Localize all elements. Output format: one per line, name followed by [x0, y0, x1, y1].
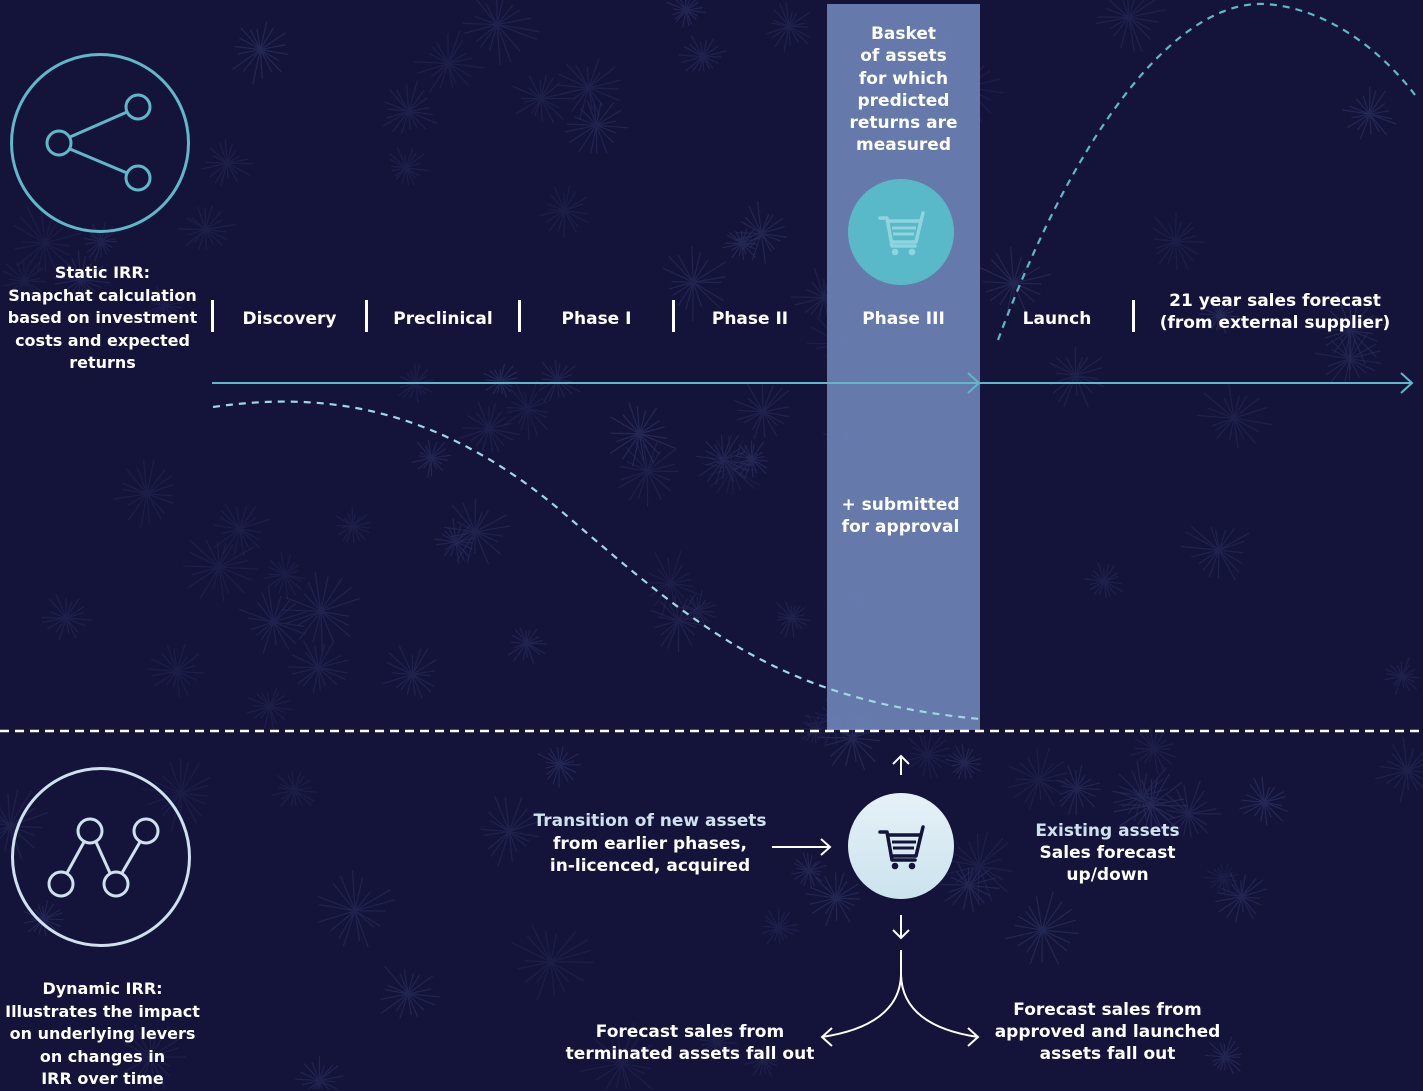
phase-discovery: Discovery [214, 309, 365, 329]
shopping-cart-icon [871, 816, 931, 876]
dynamic-irr-label: Dynamic IRR: Illustrates the impact on u… [0, 978, 205, 1091]
arrow-down-icon [893, 915, 909, 938]
terminated-label: Forecast sales from terminated assets fa… [560, 1021, 820, 1065]
approved-label: Forecast sales from approved and launche… [990, 999, 1225, 1065]
phase-iii: Phase III [827, 309, 980, 329]
share-icon-circle [10, 53, 190, 233]
line-chart-nodes-icon [11, 767, 191, 947]
shopping-cart-icon [871, 202, 931, 262]
phase-ii: Phase II [675, 309, 825, 329]
transition-label: Transition of new assets [530, 810, 770, 832]
phase-launch: Launch [982, 309, 1132, 329]
basket-label: Basket of assets for which predicted ret… [827, 23, 980, 157]
dashed-curve-down [213, 402, 980, 719]
basket-cart-circle [848, 179, 954, 285]
line-chart-nodes-icon-circle [11, 767, 191, 947]
existing-label: Existing assets [1010, 820, 1205, 842]
flow-cart-circle [848, 793, 954, 899]
share-icon [10, 53, 190, 233]
arrow-up-icon [893, 756, 909, 775]
static-irr-label: Static IRR: Snapchat calculation based o… [0, 262, 205, 375]
phase-i: Phase I [521, 309, 672, 329]
submitted-label: + submitted for approval [827, 494, 974, 538]
phase-separator [1132, 300, 1135, 332]
sales-forecast-label: 21 year sales forecast (from external su… [1140, 290, 1410, 334]
transition-sub: from earlier phases, in-licenced, acquir… [530, 833, 770, 877]
phase-preclinical: Preclinical [368, 309, 518, 329]
arrow-right-icon [772, 839, 830, 855]
existing-sub: Sales forecast up/down [1010, 842, 1205, 886]
split-arrows [822, 950, 978, 1046]
